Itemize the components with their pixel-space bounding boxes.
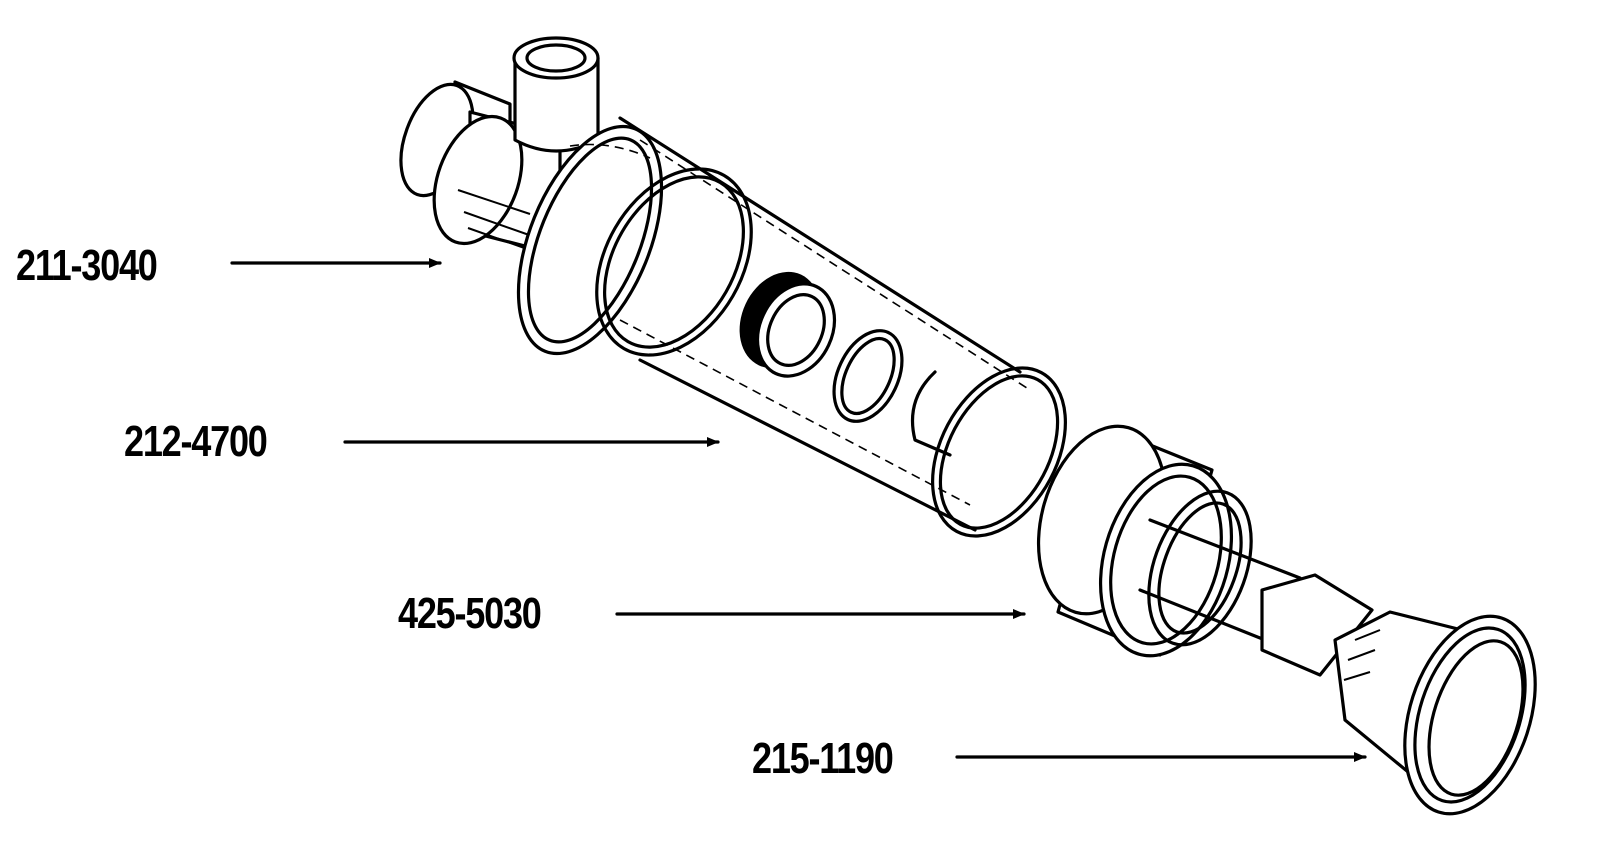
o-ring (832, 329, 904, 423)
part-label-211-3040: 211-3040 (16, 241, 158, 290)
part-label-212-4700: 212-4700 (124, 417, 268, 466)
part-label-425-5030: 425-5030 (398, 589, 542, 638)
tee-fitting-part (399, 36, 600, 257)
threaded-adapter (739, 271, 837, 378)
shaft (1138, 518, 1374, 677)
end-coupling-part (1333, 610, 1537, 816)
housing-tube-part (516, 116, 1067, 538)
union-collar-part (1036, 424, 1253, 658)
part-label-215-1190: 215-1190 (752, 734, 894, 783)
